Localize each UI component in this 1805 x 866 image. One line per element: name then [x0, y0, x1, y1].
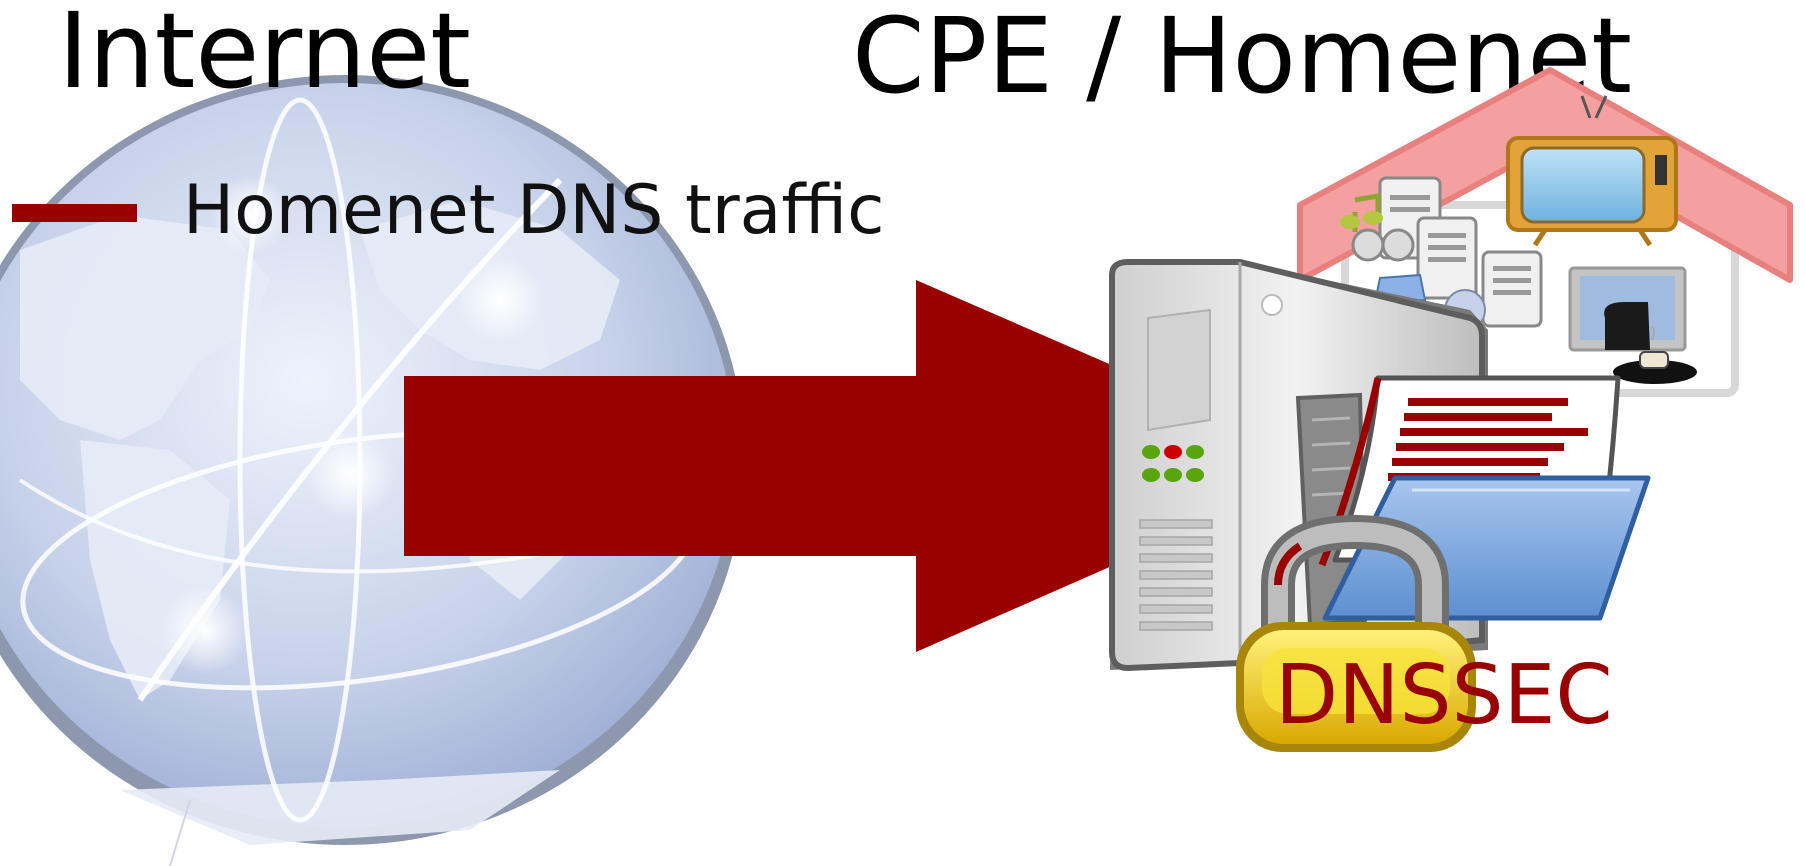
legend: Homenet DNS traffic — [12, 171, 884, 250]
legend-line — [12, 204, 137, 222]
dns-traffic-arrow — [404, 280, 1130, 652]
globe-icon — [0, 75, 745, 866]
legend-label: Homenet DNS traffic — [183, 171, 884, 250]
music-note-icon — [1340, 193, 1415, 262]
folder-icon — [1322, 475, 1651, 621]
internet-title: Internet — [58, 0, 471, 112]
padlock-icon — [1236, 514, 1476, 752]
dnssec-label: DNSSEC — [1275, 648, 1613, 743]
small-server-icon — [1378, 176, 1543, 328]
coffee-machine-icon — [1604, 302, 1697, 384]
tv-icon — [1506, 95, 1678, 247]
